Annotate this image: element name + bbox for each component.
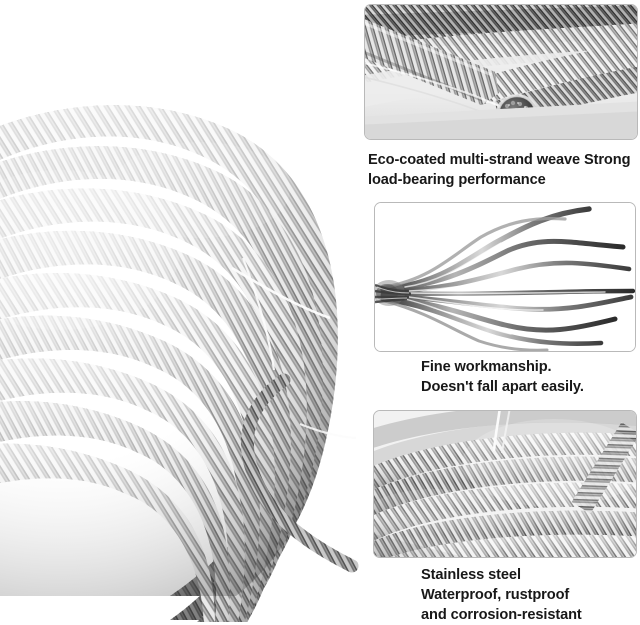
feature-3-image-panel <box>373 410 637 558</box>
coiled-wire-rope-closeup-icon <box>374 411 636 557</box>
feature-2-image-panel <box>374 202 636 352</box>
feature-1-caption: Eco-coated multi-strand weave Strong loa… <box>368 152 631 188</box>
feature-block-3: Stainless steel Waterproof, rustproof an… <box>362 404 640 623</box>
feature-2-caption: Fine workmanship. Doesn't fall apart eas… <box>421 359 584 395</box>
wire-rope-end-macro-icon <box>365 5 637 139</box>
wire-rope-coil-illustration <box>0 105 359 622</box>
unraveled-wire-strands-icon <box>375 203 635 351</box>
hero-product-image <box>0 105 359 622</box>
feature-block-1: Eco-coated multi-strand weave Strong loa… <box>362 0 640 196</box>
feature-block-2: Fine workmanship. Doesn't fall apart eas… <box>362 196 640 404</box>
feature-column: Eco-coated multi-strand weave Strong loa… <box>362 0 640 623</box>
feature-3-caption: Stainless steel Waterproof, rustproof an… <box>421 567 582 623</box>
feature-1-image-panel <box>364 4 638 140</box>
